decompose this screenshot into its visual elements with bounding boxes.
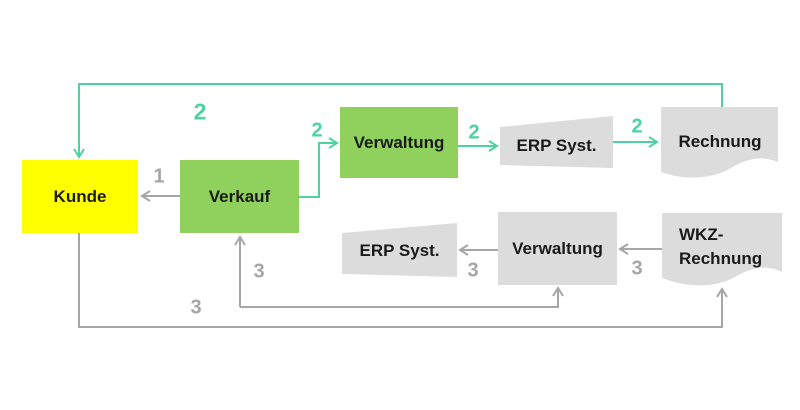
label-step3-wkz-verwaltung: 3 <box>631 257 643 280</box>
node-verwaltung-top-label: Verwaltung <box>353 132 445 152</box>
label-step2-return-loop: 2 <box>193 98 207 125</box>
erp-bottom-text: ERP Syst. <box>359 241 440 260</box>
label-step3-verwaltung-erp: 3 <box>467 259 479 282</box>
wkz-line1-text: WKZ- <box>679 225 724 244</box>
rechnung-text: Rechnung <box>678 132 762 151</box>
label-step1-verkauf-kunde: 1 <box>153 165 165 188</box>
node-verkauf-label: Verkauf <box>208 186 271 206</box>
node-kunde-label: Kunde <box>53 186 107 206</box>
shape-rechnung-document <box>661 107 778 178</box>
label-step3-loop-verkauf: 3 <box>253 260 265 283</box>
node-verwaltung-bottom: Verwaltung <box>498 212 617 285</box>
shape-erp-bottom <box>342 223 457 277</box>
arrow-loop-to-verwaltung-bottom <box>240 286 564 308</box>
erp-top-text: ERP Syst. <box>516 136 597 155</box>
arrow-verkauf-to-verwaltung <box>299 137 339 198</box>
shape-erp-top <box>500 116 613 168</box>
node-verwaltung-bottom-label: Verwaltung <box>512 238 603 258</box>
node-verwaltung-top: Verwaltung <box>340 107 458 178</box>
label-step3-kunde-wkz: 3 <box>190 296 202 319</box>
node-wkz-rechnung-label: WKZ- Rechnung <box>679 221 782 273</box>
node-verkauf: Verkauf <box>180 160 299 233</box>
arrow-rechnung-to-kunde <box>73 83 723 159</box>
node-kunde: Kunde <box>22 160 138 233</box>
node-erp-bottom-label: ERP Syst. <box>342 227 457 275</box>
label-step2-verkauf-verwaltung: 2 <box>311 119 323 142</box>
node-erp-top-label: ERP Syst. <box>500 121 613 171</box>
label-step2-erp-rechnung: 2 <box>631 115 643 138</box>
shape-wkz-rechnung-document <box>662 213 782 286</box>
label-step2-verwaltung-erp: 2 <box>468 121 480 144</box>
wkz-line2-text: Rechnung <box>679 249 763 268</box>
arrow-kunde-to-wkz <box>78 233 728 328</box>
node-rechnung-label: Rechnung <box>662 117 778 167</box>
